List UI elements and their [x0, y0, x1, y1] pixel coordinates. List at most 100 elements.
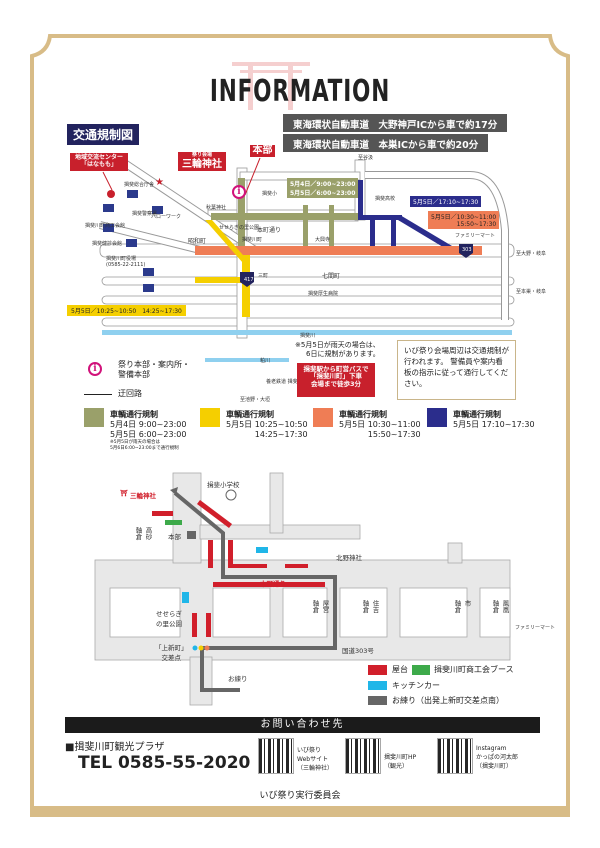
place-label: 秋葉神社: [206, 205, 227, 211]
route-417-label: 417: [244, 277, 254, 283]
traffic-olive: [211, 178, 358, 247]
place-label: 揖斐川町役場 (0585-22-2111): [106, 256, 146, 268]
legend-times: 5月5日 10:30~11:00 15:50~17:30: [339, 420, 421, 440]
org-name: ■揖斐川町観光プラザ: [65, 742, 165, 753]
place-label: せせらぎ の里公園: [156, 610, 182, 628]
torii-icon: ⛩: [120, 490, 128, 497]
place-label: 至本巣・岐阜: [516, 289, 547, 295]
place-label: 至大野・岐阜: [516, 251, 547, 257]
gold-frame: [30, 34, 570, 817]
route-417-badge: [240, 272, 254, 287]
parking-icons: [103, 190, 163, 292]
place-label: 昭和町: [188, 238, 207, 245]
shrine-label: 三輪神社: [130, 492, 156, 500]
qr-label: 揖斐川町HP （観光）: [384, 754, 417, 770]
yellow-label: 5月5日／10:25~10:50 14:25~17:30: [67, 305, 186, 316]
info-legend: 祭り本部・案内所・ 警備本部: [118, 360, 190, 380]
hq-label: 本部: [250, 145, 275, 157]
place-label: 揖斐小: [262, 191, 278, 197]
legend-title: 車輌通行規制: [226, 410, 274, 419]
stalls: [152, 500, 325, 637]
legend-swatch-navy: [427, 408, 447, 427]
street-label: 本町通り: [260, 580, 286, 588]
place-label: お練り: [228, 675, 248, 683]
place-label: 住吉 軸倉: [361, 600, 379, 613]
legend-swatch-orange: [313, 408, 333, 427]
navy-label: 5月5日／17:10~17:30: [410, 196, 482, 207]
committee-name: いび祭り実行委員会: [259, 791, 341, 801]
detour-legend: 迂回路: [118, 389, 142, 398]
venue-star-icon: ★: [155, 177, 164, 188]
hq-label: 本部: [168, 533, 181, 541]
place-label: 三町: [258, 273, 269, 279]
place-label: 養老鉄道 揖斐駅: [266, 379, 303, 385]
place-label: 粕川: [260, 358, 271, 364]
torii-watermark-icon: [232, 62, 310, 110]
place-label: 本町通り: [257, 227, 282, 234]
center-label: 地域交流センター 「はなもも」: [70, 153, 128, 171]
info-icon: i: [88, 362, 102, 376]
legend-swatch-yellow: [200, 408, 220, 427]
place-label: 揖斐健診会館: [92, 241, 123, 247]
notice-box: いび祭り会場周辺は交通規制が行われます。 警備員や案内看板の指示に従って通行して…: [397, 340, 516, 400]
place-label: 揖斐厚生病院: [308, 291, 339, 297]
place-label: 七間町: [322, 273, 341, 280]
school-label: 揖斐小学校: [207, 481, 240, 489]
route-arrow-icon: [170, 487, 178, 495]
place-label: 北野神社: [336, 554, 362, 562]
traffic-orange: [195, 246, 482, 255]
route-303-label: 303: [462, 247, 472, 253]
qr-code-website[interactable]: [258, 738, 294, 774]
qr-code-town[interactable]: [345, 738, 381, 774]
detour-arrow-icon: [84, 394, 112, 395]
qr-code-instagram[interactable]: [437, 738, 473, 774]
rain-note: ※5月5日が雨天の場合は、 6日に規制があります。: [295, 341, 380, 359]
gold-band: [30, 806, 570, 814]
place-label: ハローワーク: [151, 214, 182, 220]
legend-label: お練り（出発上新町交差点南）: [392, 696, 504, 705]
center-marker: [107, 190, 115, 198]
bus-callout: 揖斐駅から町営バスで 「揖斐川町」下車 会場まで徒歩3分: [297, 363, 375, 397]
legend-title: 車輌通行規制: [110, 410, 158, 419]
legend-swatch-booth: [412, 665, 430, 675]
road-label: 国道303号: [342, 647, 374, 655]
info-icon: i: [232, 185, 246, 199]
place-label: 揖斐総合庁舎: [124, 182, 155, 188]
traffic-navy: [358, 180, 452, 250]
place-label: 至池野・大垣: [240, 397, 271, 403]
route-303-badge: [459, 244, 473, 258]
place-label: ファミリーマート: [515, 625, 556, 631]
oneri-route: [173, 491, 337, 692]
legend-title: 車輌通行規制: [339, 410, 387, 419]
place-label: 市 軸倉: [453, 600, 471, 613]
place-label: 高砂 軸倉: [134, 527, 152, 540]
legend-label: 揖斐川町商工会ブース: [434, 665, 514, 674]
school-icon: [225, 489, 237, 501]
venue-sub: 祭り会場: [191, 152, 212, 158]
traffic-light-icon: [192, 645, 210, 651]
legend-times: 5月4日 9:00~23:00 5月5日 6:00~23:00: [110, 420, 187, 440]
place-label: 揖斐川町商工会館: [85, 223, 126, 229]
qr-label: いび祭り Webサイト （三輪神社）: [297, 747, 334, 772]
place-label: せせらぎの里公園: [219, 225, 260, 231]
legend-swatch-olive: [84, 408, 104, 427]
place-label: ファミリーマート: [455, 233, 496, 239]
place-label: 揖斐高校: [375, 196, 396, 202]
place-label: 屋宮 軸倉: [311, 600, 329, 613]
phone-number[interactable]: TEL 0585-55-2020: [78, 753, 251, 773]
hq-marker: [187, 531, 196, 539]
place-label: 大興寺: [315, 237, 331, 243]
legend-swatch-kitchen: [368, 681, 387, 690]
legend-swatch-oneri: [368, 696, 387, 705]
legend-label: 屋台: [392, 665, 408, 674]
venue-name: 三輪神社: [182, 158, 222, 170]
legend-title: 車輌通行規制: [453, 410, 501, 419]
place-label: 至谷汲: [358, 155, 374, 161]
river-kasu: [205, 358, 289, 362]
place-label: 「上新町」 交差点: [155, 644, 188, 662]
page-title: INFORMATION: [209, 74, 391, 109]
access-info: 東海環状自動車道 本巣ICから車で約20分: [283, 134, 489, 152]
contact-header: お問い合わせ先: [65, 717, 540, 733]
legend-times: 5月5日 17:10~17:30: [453, 420, 535, 429]
